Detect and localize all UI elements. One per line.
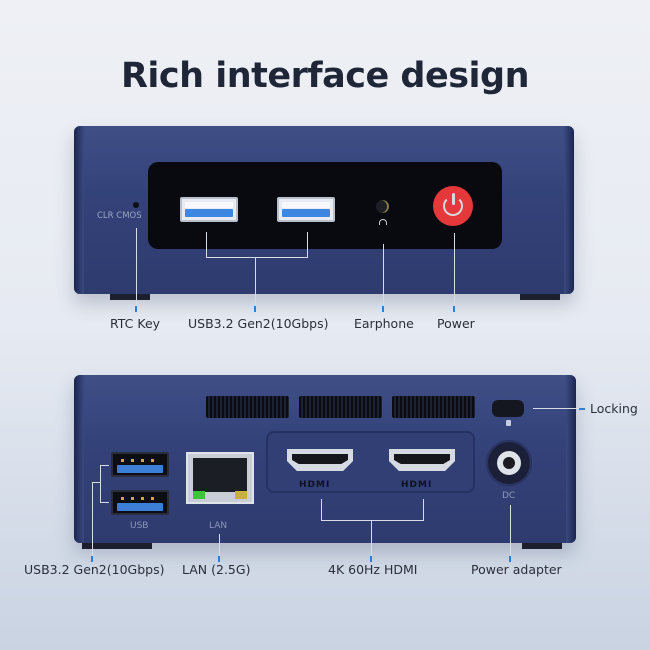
power-icon	[443, 196, 463, 216]
rear-usb-port-1[interactable]	[111, 452, 169, 477]
hdmi-logo-1: HDMI	[299, 480, 331, 490]
callout-locking: Locking	[590, 401, 638, 416]
dc-jack[interactable]	[486, 440, 532, 486]
vent-2	[299, 396, 382, 418]
front-usb-port-2[interactable]	[277, 197, 335, 222]
callout-earphone: Earphone	[354, 316, 414, 331]
callout-rear-usb: USB3.2 Gen2(10Gbps)	[24, 562, 165, 577]
callout-power: Power	[437, 316, 475, 331]
hdmi-port-2[interactable]	[389, 449, 455, 471]
earphone-jack[interactable]	[376, 200, 389, 213]
kensington-lock-slot[interactable]	[492, 400, 524, 417]
callout-rtc-key: RTC Key	[110, 316, 161, 331]
cmos-label: CLR CMOS	[97, 211, 142, 221]
vent-3	[392, 396, 475, 418]
vent-1	[206, 396, 289, 418]
power-button[interactable]	[433, 186, 473, 226]
page-title: Rich interface design	[120, 56, 530, 96]
dc-label: DC	[502, 491, 516, 501]
lan-label: LAN	[209, 521, 228, 531]
callout-power-adapter: Power adapter	[471, 562, 562, 577]
hdmi-logo-2: HDMI	[401, 480, 433, 490]
headphone-icon	[379, 219, 387, 225]
lan-port[interactable]	[186, 452, 254, 504]
usb-label: USB	[130, 521, 149, 531]
front-usb-port-1[interactable]	[180, 197, 238, 222]
lock-icon	[506, 420, 511, 426]
callout-lan: LAN (2.5G)	[182, 562, 251, 577]
callout-hdmi: 4K 60Hz HDMI	[328, 562, 418, 577]
callout-front-usb: USB3.2 Gen2(10Gbps)	[188, 316, 329, 331]
rear-usb-port-2[interactable]	[111, 490, 169, 515]
cmos-hole[interactable]	[133, 202, 139, 208]
hdmi-port-1[interactable]	[287, 449, 353, 471]
